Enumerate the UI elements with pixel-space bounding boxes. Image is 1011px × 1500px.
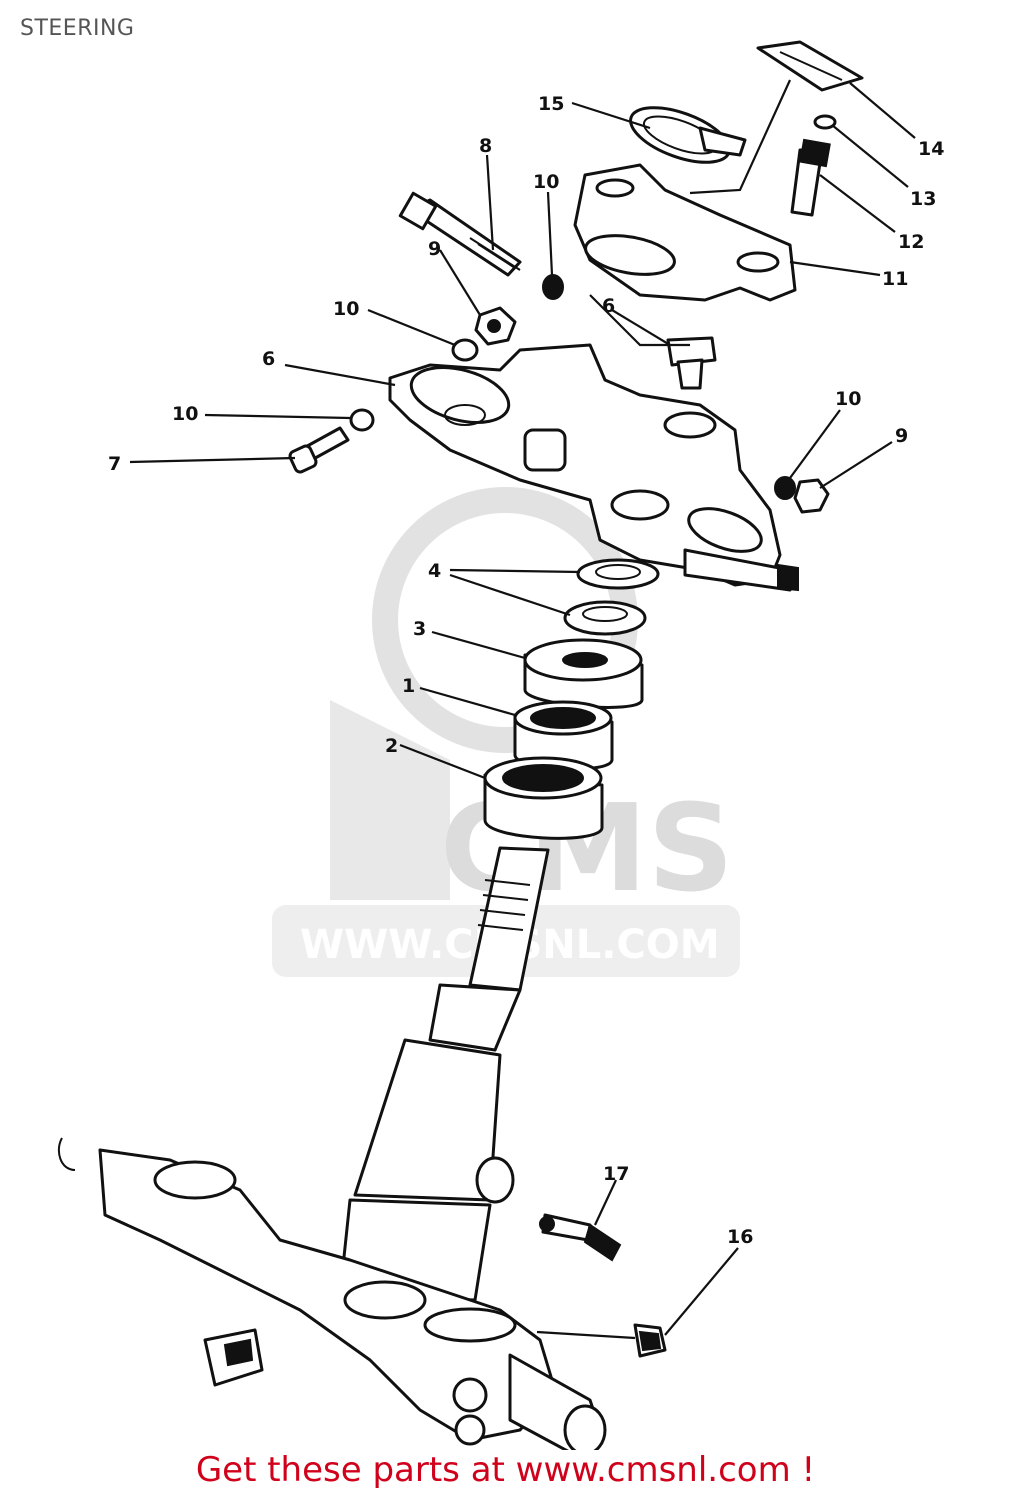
part-9-nut-top — [474, 306, 517, 346]
part-3-bearing-cover — [523, 638, 644, 709]
callout-4: 4 — [428, 560, 441, 582]
part-1-bearing-upper — [513, 700, 614, 771]
callout-9: 9 — [428, 238, 441, 260]
part-8-bolt — [398, 191, 522, 277]
callout-10: 10 — [533, 171, 559, 193]
callout-9: 9 — [895, 425, 908, 447]
callout-6: 6 — [262, 348, 275, 370]
part-11-holder-upper — [573, 163, 797, 302]
part-2-bearing-lower — [483, 756, 604, 840]
callout-10: 10 — [835, 388, 861, 410]
part-16-nut — [633, 1323, 667, 1358]
page-title: STEERING — [20, 16, 135, 41]
part-10-washer-top — [542, 274, 564, 300]
callout-labels: 15 8 10 14 13 12 11 9 10 6 6 10 7 10 9 4… — [108, 93, 944, 1248]
steering-exploded-diagram: CMS WWW.CMSNL.COM — [57, 40, 944, 1450]
part-4-ring-nut-upper — [576, 558, 660, 590]
callout-17: 17 — [603, 1163, 629, 1185]
callout-7: 7 — [108, 453, 121, 475]
part-7-bolt — [288, 426, 350, 474]
callout-15: 15 — [538, 93, 564, 115]
upper-bracket-body — [388, 343, 799, 592]
part-14-plate — [756, 40, 864, 92]
callout-2: 2 — [385, 735, 398, 757]
part-15-cap — [629, 106, 747, 164]
callout-3: 3 — [413, 618, 426, 640]
part-12-bolt — [790, 138, 831, 217]
part-17-fitting — [539, 1213, 622, 1262]
part-10-washer-left — [451, 338, 479, 362]
part-10-washer-right — [774, 476, 796, 500]
callout-11: 11 — [882, 268, 908, 290]
footer-cta[interactable]: Get these parts at www.cmsnl.com ! — [195, 1450, 816, 1490]
callout-14: 14 — [918, 138, 944, 160]
leader-lines — [129, 79, 916, 1340]
callout-10: 10 — [333, 298, 359, 320]
callout-8: 8 — [479, 135, 492, 157]
callout-10: 10 — [172, 403, 198, 425]
part-10-washer-lower-left — [349, 408, 375, 432]
part-4-ring-nut-lower — [563, 600, 647, 636]
callout-13: 13 — [910, 188, 936, 210]
part-9-nut-right — [793, 478, 830, 514]
lower-bracket — [57, 1137, 607, 1450]
callout-1: 1 — [402, 675, 415, 697]
callout-6: 6 — [602, 295, 615, 317]
callout-12: 12 — [898, 231, 924, 253]
callout-16: 16 — [727, 1226, 753, 1248]
part-13-cap — [813, 114, 837, 130]
